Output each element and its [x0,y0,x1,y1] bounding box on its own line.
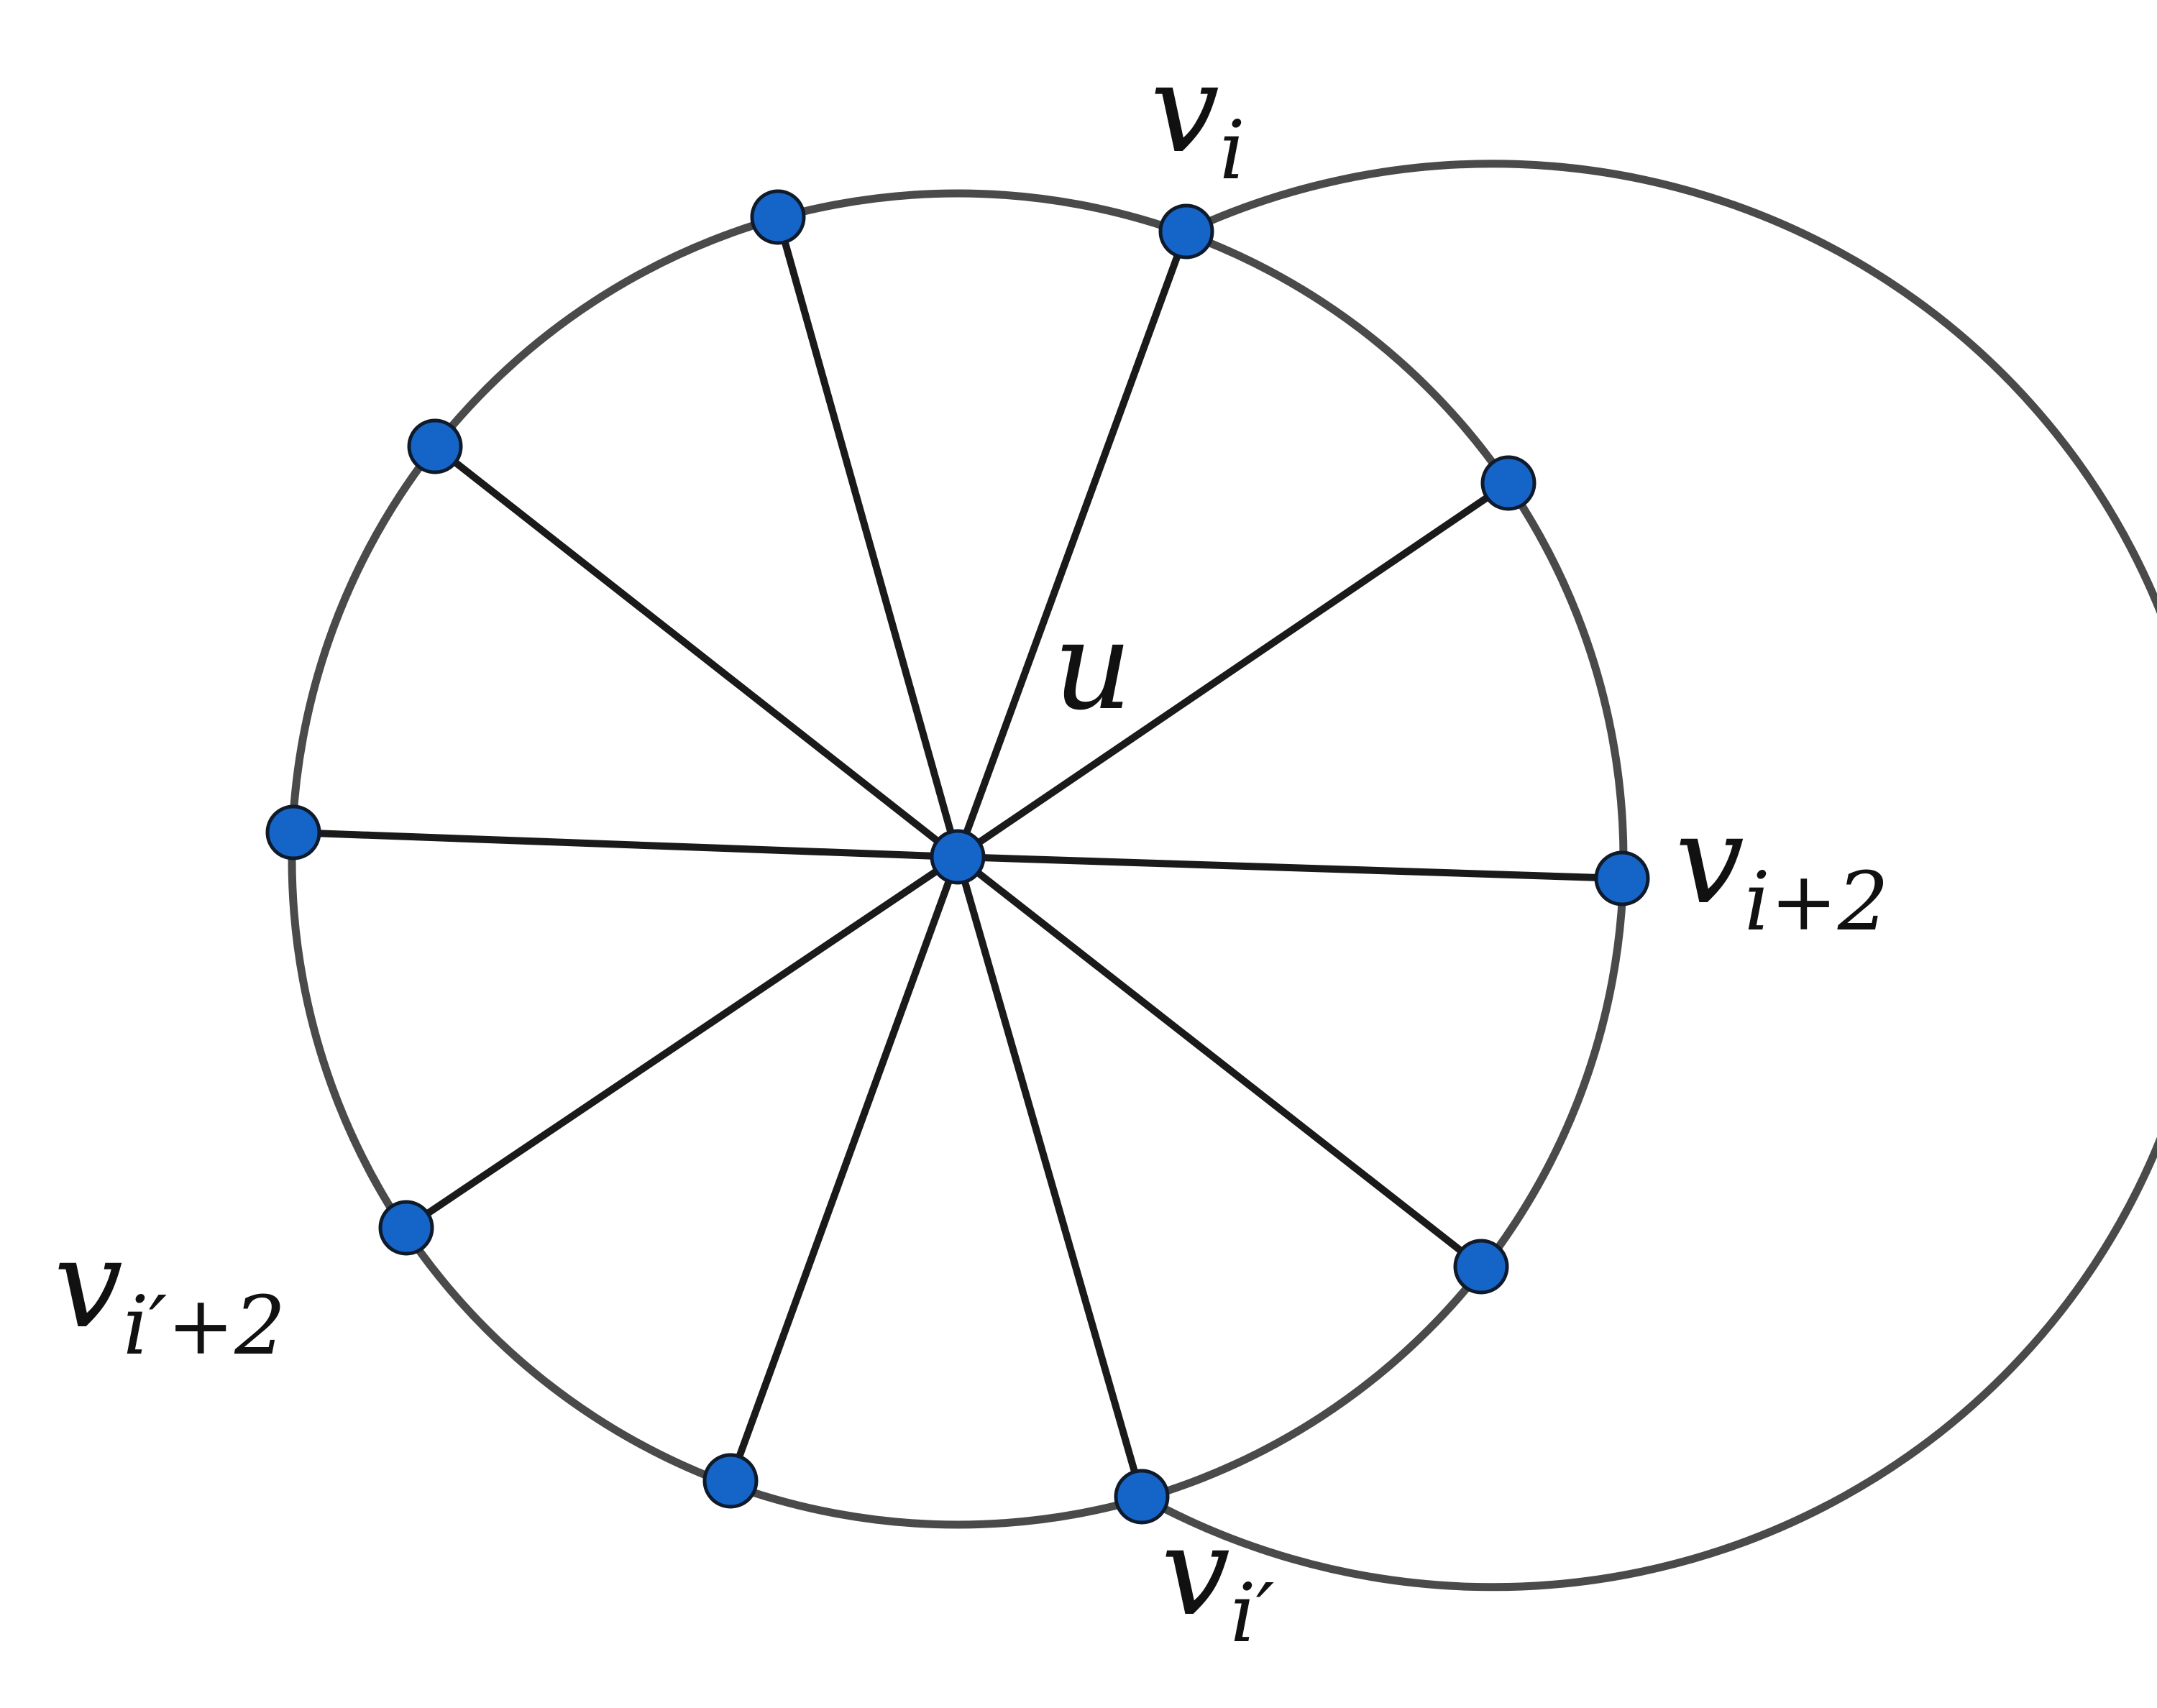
vertex-lower-right [1453,1239,1509,1295]
spoke-to-left [293,829,958,860]
spoke-to-upper-right [956,479,1511,860]
vertex-top-left [750,189,806,245]
spoke-to-vi2 [957,853,1623,882]
vertex-vip [1114,1469,1170,1525]
spokes [293,216,1623,1498]
vertex-upper-left [407,418,463,474]
spoke-to-lower-right [955,854,1484,1269]
label-vi: vi [1150,38,1245,198]
vertex-vi [1158,203,1214,260]
spoke-to-bottom-left [727,855,961,1482]
label-vip-base: v [1161,1501,1230,1643]
label-vip2-base: v [54,1213,123,1356]
vertex-center-u [930,829,986,885]
vertex-bottom-left [702,1453,759,1509]
vertex-vip2 [378,1200,434,1256]
label-vi2-base: v [1675,789,1744,932]
spoke-to-vi [954,230,1190,858]
vertices [265,189,1650,1525]
label-vip-sub: i′ [1230,1567,1274,1661]
spoke-to-top-left [774,216,961,858]
label-vip2-sub: i′+2 [123,1280,285,1373]
label-vi-sub: i [1219,104,1245,198]
label-vi2: vi+2 [1675,789,1889,949]
label-vip: vi′ [1161,1501,1274,1661]
label-vip2: vi′+2 [54,1213,285,1373]
spoke-to-vip2 [404,853,960,1231]
vertex-left [265,804,321,860]
label-vi-base: v [1150,38,1219,180]
outer-arc-vi-to-vip [1140,160,2157,1592]
vertex-vi2 [1594,850,1650,906]
spoke-to-upper-left [432,444,961,860]
label-u: u [1053,595,1132,738]
vertex-upper-right [1480,455,1537,511]
label-vi2-sub: i+2 [1744,855,1889,949]
spoke-to-vip [954,855,1145,1498]
